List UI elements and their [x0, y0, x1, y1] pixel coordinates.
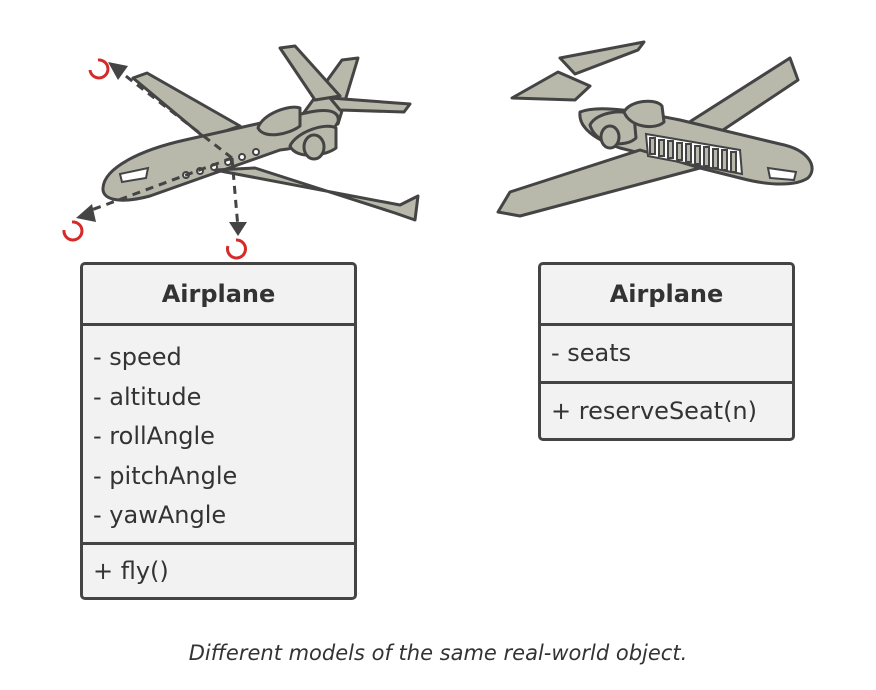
airplane-cutaway-seats-icon: [496, 40, 814, 218]
methods-section: + reserveSeat(n): [541, 384, 792, 438]
method-reserve-seat: + reserveSeat(n): [551, 397, 758, 425]
attribute-yaw-angle: - yawAngle: [93, 501, 227, 529]
airplane-class-box-flight: Airplane - speed - altitude - rollAngle …: [80, 262, 357, 600]
airplane-class-box-seats: Airplane - seats + reserveSeat(n): [538, 262, 795, 441]
figure-caption: Different models of the same real-world …: [188, 641, 688, 665]
method-fly: + fly(): [93, 557, 169, 585]
attributes-section: - speed - altitude - rollAngle - pitchAn…: [83, 326, 354, 545]
attribute-pitch-angle: - pitchAngle: [93, 461, 238, 490]
attribute-roll-angle: - rollAngle: [93, 422, 215, 450]
class-name: Airplane: [83, 265, 354, 326]
methods-section: + fly(): [83, 545, 354, 597]
attribute-altitude: - altitude: [93, 382, 202, 411]
class-name: Airplane: [541, 265, 792, 326]
attribute-seats: - seats: [551, 339, 632, 367]
airplane-with-flight-axes-icon: [62, 44, 420, 260]
attribute-speed: - speed: [93, 343, 182, 371]
attributes-section: - seats: [541, 326, 792, 384]
